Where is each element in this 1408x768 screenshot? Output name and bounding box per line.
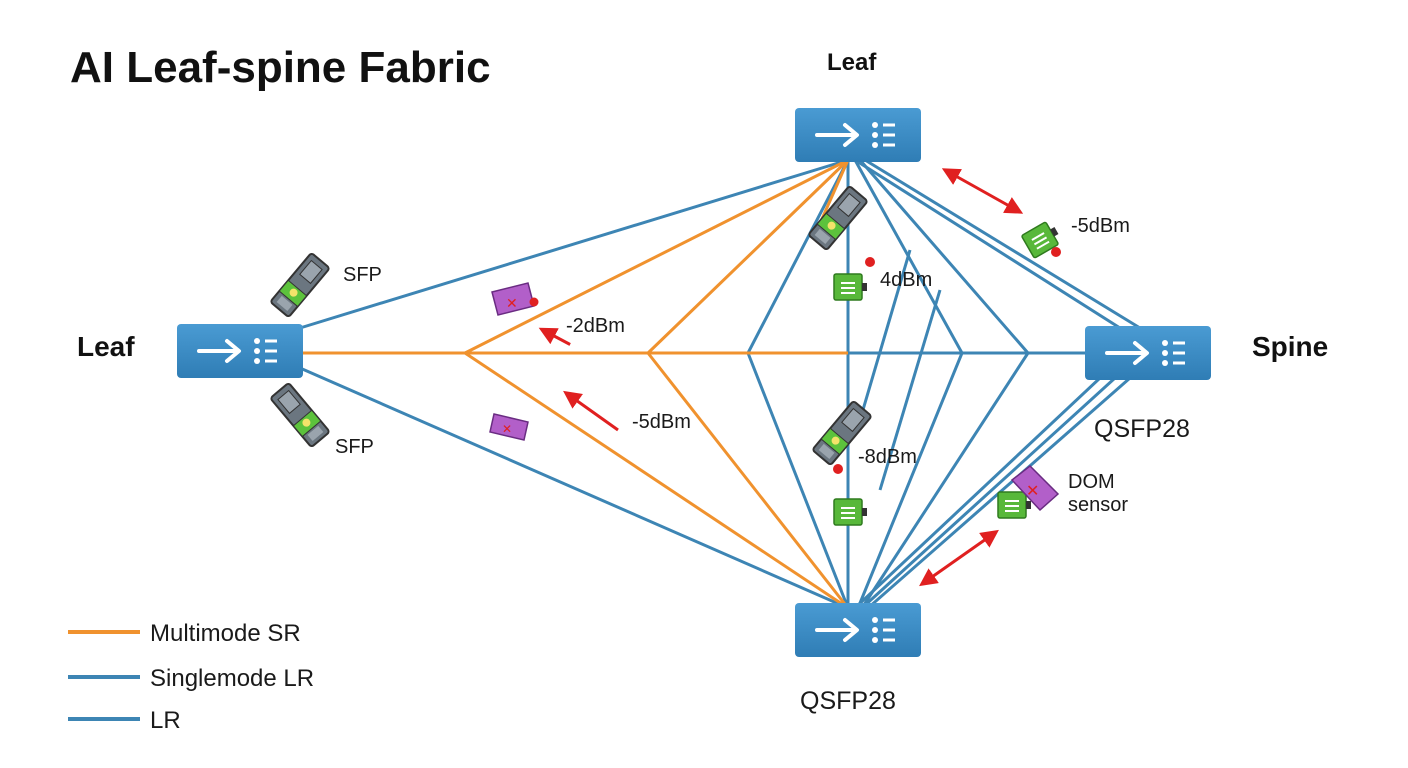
spine-label: Spine bbox=[1252, 331, 1328, 362]
module-4dbm[interactable] bbox=[833, 273, 868, 301]
reading-minus2: -2dBm bbox=[566, 315, 625, 337]
sfp-upper[interactable] bbox=[269, 251, 331, 319]
arrow-minus5-left bbox=[563, 390, 619, 432]
dom-sensor-label-line2: sensor bbox=[1068, 494, 1128, 516]
link-spine-bottom-b bbox=[860, 376, 1117, 610]
link-spine-bottom-a bbox=[853, 376, 1102, 610]
bottom-node-label: QSFP28 bbox=[800, 687, 896, 715]
mm-link-mid-top bbox=[646, 158, 850, 355]
module-icon bbox=[833, 273, 868, 301]
alert-dot bbox=[529, 297, 539, 307]
spine-port-label: QSFP28 bbox=[1094, 415, 1190, 443]
fault-x-icon: ✕ bbox=[1026, 481, 1039, 500]
legend-item-lr: LR bbox=[68, 707, 181, 734]
alert-arrows bbox=[538, 168, 1024, 587]
sfp-transceiver-icon bbox=[269, 381, 331, 449]
link-top-spine-b bbox=[858, 159, 1030, 354]
switch-icon bbox=[175, 322, 305, 380]
link-inner-b bbox=[858, 249, 912, 421]
mm-link-left-bottom bbox=[464, 351, 849, 610]
switch-icon bbox=[1083, 324, 1213, 382]
switch-leaf-left[interactable] bbox=[175, 322, 305, 380]
link-top-spine-c bbox=[864, 158, 1141, 330]
reading-4: 4dBm bbox=[880, 269, 932, 291]
page-title: AI Leaf-spine Fabric bbox=[70, 43, 491, 92]
reading-minus8: -8dBm bbox=[858, 446, 917, 468]
legend-label: LR bbox=[150, 707, 181, 734]
reading-minus5-right: -5dBm bbox=[1071, 215, 1130, 237]
link-inner-a bbox=[878, 289, 942, 491]
legend: Multimode SR Singlemode LR LR bbox=[68, 620, 314, 734]
legend-item-multimode: Multimode SR bbox=[68, 620, 301, 647]
arrow-minus2 bbox=[538, 327, 571, 346]
sfp-upper-label: SFP bbox=[343, 264, 382, 286]
switch-icon bbox=[793, 601, 923, 659]
mm-link-mid-bottom bbox=[646, 352, 850, 609]
reading-minus5-left: -5dBm bbox=[632, 411, 691, 433]
alert-dot bbox=[865, 257, 875, 267]
switch-leaf-top[interactable] bbox=[793, 106, 923, 164]
legend-label: Multimode SR bbox=[150, 620, 301, 647]
multimode-links bbox=[300, 158, 850, 610]
fault-module-upper[interactable]: ✕ bbox=[491, 282, 535, 316]
switch-icon bbox=[793, 106, 923, 164]
module-lower[interactable] bbox=[833, 498, 868, 526]
link-diamond-right-bottom bbox=[856, 352, 964, 609]
switch-bottom[interactable] bbox=[793, 601, 923, 659]
fault-x-icon: ✕ bbox=[502, 422, 512, 436]
sfp-transceiver-icon bbox=[269, 251, 331, 319]
link-top-spine-a bbox=[854, 158, 1121, 330]
leaf-left-label: Leaf bbox=[77, 331, 135, 362]
fault-module-lower[interactable]: ✕ bbox=[489, 413, 529, 441]
link-top-diamond-left bbox=[746, 159, 850, 354]
link-diamond-left-bottom bbox=[746, 352, 850, 609]
dom-sensor-label-line1: DOM bbox=[1068, 471, 1115, 493]
link-leaf-left-to-leaf-top bbox=[299, 158, 849, 330]
link-leaf-left-to-bottom bbox=[299, 366, 849, 610]
singlemode-links bbox=[299, 158, 1141, 610]
leaf-top-label: Leaf bbox=[827, 49, 877, 76]
mm-link-left-top bbox=[464, 158, 849, 355]
link-mid-bottom bbox=[860, 352, 1030, 609]
module-icon bbox=[833, 498, 868, 526]
legend-item-singlemode: Singlemode LR bbox=[68, 665, 314, 692]
alert-dot bbox=[833, 464, 843, 474]
switch-spine[interactable] bbox=[1083, 324, 1213, 382]
sfp-lower-label: SFP bbox=[335, 436, 374, 458]
legend-label: Singlemode LR bbox=[150, 665, 314, 692]
arrow-top-right bbox=[941, 168, 1024, 214]
arrow-bottom-right bbox=[919, 529, 999, 587]
fault-module-dom[interactable]: ✕ bbox=[1010, 465, 1060, 512]
alert-dot bbox=[1051, 247, 1061, 257]
fault-x-icon: ✕ bbox=[506, 296, 518, 312]
sfp-lower[interactable] bbox=[269, 381, 331, 449]
